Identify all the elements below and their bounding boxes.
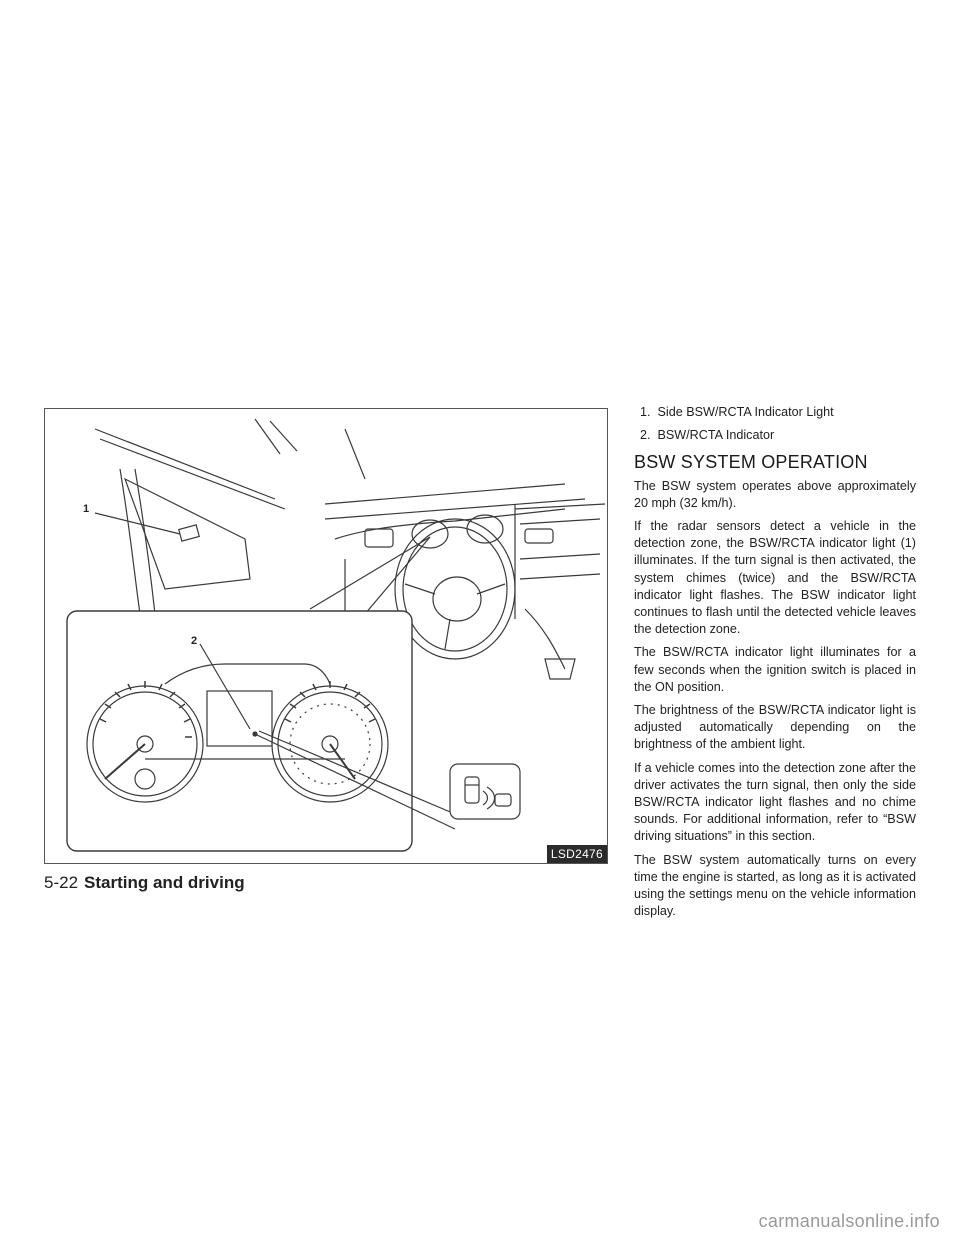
figure-legend: 1. Side BSW/RCTA Indicator Light 2. BSW/…	[634, 404, 916, 444]
section-title: BSW SYSTEM OPERATION	[634, 452, 868, 473]
callout-number-1: 1	[83, 503, 90, 515]
bsw-illustration: 1 2 LSD2476	[44, 408, 608, 864]
legend-label: BSW/RCTA Indicator	[657, 428, 775, 443]
page-number: 5-22	[44, 873, 79, 892]
chapter-title: Starting and driving	[84, 873, 245, 892]
page-footer: 5-22 Starting and driving	[44, 873, 245, 893]
paragraph: If the radar sensors detect a vehicle in…	[634, 519, 916, 637]
paragraph: The BSW/RCTA indicator light illuminates…	[634, 645, 916, 694]
paragraph: If a vehicle comes into the detection zo…	[634, 760, 916, 844]
paragraph: The BSW system operates above approximat…	[634, 478, 916, 510]
legend-number: 1.	[640, 405, 651, 419]
paragraph: The BSW system automatically turns on ev…	[634, 852, 916, 919]
legend-number: 2.	[640, 428, 651, 443]
cockpit-drawing	[66, 418, 606, 852]
legend-label: Side BSW/RCTA Indicator Light	[657, 405, 834, 419]
figure-code: LSD2476	[546, 845, 607, 863]
callout-number-2: 2	[191, 635, 198, 647]
legend-item: 2. BSW/RCTA Indicator	[634, 427, 916, 444]
watermark: carmanualsonline.info	[758, 1211, 940, 1231]
legend-item: 1. Side BSW/RCTA Indicator Light	[634, 404, 916, 421]
text-column: 1. Side BSW/RCTA Indicator Light 2. BSW/…	[634, 404, 916, 926]
paragraph: The brightness of the BSW/RCTA indicator…	[634, 703, 916, 752]
